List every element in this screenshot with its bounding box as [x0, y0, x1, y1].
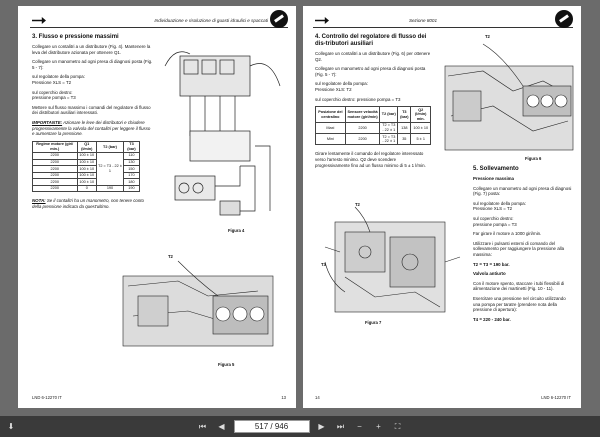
table-row: 2200 100 ± 10 150 — [32, 165, 141, 173]
page-number: 13 — [281, 395, 286, 400]
paragraph: Girare lentamente il comando del regolat… — [315, 151, 426, 168]
figure-label: T2 — [355, 202, 360, 207]
header-text: Sezione 8001 — [408, 18, 438, 23]
paragraph: Mettere sul flusso massimo i comandi del… — [32, 104, 151, 116]
zoom-in-button[interactable]: + — [376, 422, 381, 431]
section-title: 3. Flusso e pressione massimi — [32, 34, 119, 40]
fullscreen-button[interactable]: ⛶ — [394, 421, 401, 431]
paragraph: Collegare un contalitri a un distributor… — [32, 44, 151, 55]
footer-doc-code: LND 6-12270 IT — [541, 395, 571, 400]
section-title: 5. Sollevamento — [473, 166, 519, 172]
page-right: Sezione 8001 4. Controllo del regolatore… — [303, 6, 581, 408]
figure-caption: Figura 7 — [365, 320, 382, 325]
subsection-title: Valvola antiurto — [473, 271, 506, 277]
figure-7-illustration — [324, 206, 461, 313]
paragraph: sul regolatore della pompa:Pressione XLS… — [473, 200, 526, 212]
paragraph: sul regolatore della pompa:Pressione XLS… — [32, 74, 85, 85]
table-row: Mini 2200 T2 = T3 - 22 ± 1 35 5 ± 1 — [315, 133, 431, 146]
header-text: Individuazione e risoluzione di guasti i… — [154, 18, 268, 23]
figure-4-illustration — [164, 51, 281, 216]
figure-caption: Figura 4 — [228, 228, 245, 233]
figure-caption: Figura 5 — [218, 362, 235, 367]
last-page-button[interactable]: ⏭ — [336, 421, 345, 431]
next-page-button[interactable]: ▶ — [318, 422, 325, 431]
table-row: 2200 0 190 190 — [32, 184, 141, 193]
right-text-column: 4. Controllo del regolatore di flusso de… — [315, 34, 431, 172]
figure-5-illustration — [122, 260, 274, 347]
table-header-row: Regime motore (giri/ min.) Q1 (l/min) T2… — [32, 140, 141, 153]
note: NOTA: Se il contalitri ha un manometro, … — [32, 198, 144, 210]
important-note: IMPORTANTE: Azionare le leve dei distrib… — [32, 119, 151, 137]
paragraph: Collegare un manometro ad ogni presa di … — [473, 185, 572, 197]
paragraph: sul regolatore della pompa:Pressione XLS… — [315, 81, 368, 92]
zoom-out-button[interactable]: − — [357, 422, 362, 431]
table-row: Maxi 2200 T2 = T3 - 22 ± 1 138 100 ± 10 — [315, 121, 431, 135]
right-text-column-2: 5. Sollevamento Pressione massima Colleg… — [473, 166, 573, 326]
left-text-column: 3. Flusso e pressione massimi Collegare … — [32, 34, 154, 214]
paragraph: sul coperchio destro:pressione pompa = T… — [32, 89, 76, 101]
figure-label: T2 — [485, 34, 490, 39]
subsection-title: Pressione massima — [473, 176, 515, 181]
arrow-icon — [32, 17, 46, 24]
figure-label: T3 — [321, 262, 326, 267]
logo-icon — [270, 10, 288, 28]
arrow-icon — [315, 17, 329, 24]
paragraph: Collegare un contalitri a un distributor… — [315, 51, 431, 62]
paragraph: T4 = 220 - 240 bar. — [473, 316, 511, 322]
first-page-button[interactable]: ⏮ — [198, 421, 207, 431]
paragraph: Far girare il motore a 1000 giri/min. — [473, 231, 542, 237]
table-row: 2200 100 ± 10 130 — [32, 158, 141, 167]
paragraph: Esercitare una pressione nel circuito ut… — [473, 295, 566, 313]
page-number: 14 — [315, 395, 320, 400]
page-left: Individuazione e risoluzione di guasti i… — [18, 6, 296, 408]
section-title: 4. Controllo del regolatore di flusso de… — [315, 34, 427, 47]
table-row: 2200 100 ± 10 T2 = T3 - 22 ± 1 110 — [32, 151, 141, 186]
download-icon[interactable]: ⬇ — [7, 422, 15, 431]
paragraph: sul coperchio destro: pressione pompa = … — [315, 96, 401, 102]
table-header-row: Posizione del centralino Sensore velocit… — [315, 106, 431, 123]
paragraph: Utilizzare i pulsanti esterni di comando… — [473, 240, 565, 257]
paragraph: Collegare un manometro ad ogni presa di … — [315, 66, 426, 77]
flow-table: Posizione del centralino Sensore velocit… — [315, 106, 431, 146]
table-row: 2200 100 ± 10 170 — [32, 171, 141, 180]
paragraph: Collegare un manometro ad ogni presa di … — [32, 59, 153, 70]
paragraph: T2 = T3 = 190 bar. — [473, 261, 510, 267]
logo-icon — [555, 10, 573, 28]
pressure-table: Regime motore (giri/ min.) Q1 (l/min) T2… — [32, 140, 141, 193]
figure-caption: Figura 6 — [525, 156, 542, 161]
page-header: Individuazione e risoluzione di guasti i… — [30, 10, 288, 28]
figure-6-illustration — [444, 43, 574, 151]
viewer-toolbar: ⬇ ⏮ ◀ 517 / 946 ▶ ⏭ − + ⛶ — [0, 416, 600, 437]
figure-label: T2 — [168, 254, 173, 259]
page-header: Sezione 8001 — [313, 10, 573, 28]
table-row: 2200 100 ± 10 180 — [32, 178, 141, 186]
paragraph: Con il motore spento, staccare i tubi fl… — [473, 280, 565, 292]
paragraph: sul coperchio destro:pressione pompa = T… — [473, 215, 517, 227]
page-number-input[interactable]: 517 / 946 — [233, 420, 310, 433]
footer-doc-code: LND 6-12270 IT — [32, 395, 62, 400]
prev-page-button[interactable]: ◀ — [218, 422, 225, 431]
